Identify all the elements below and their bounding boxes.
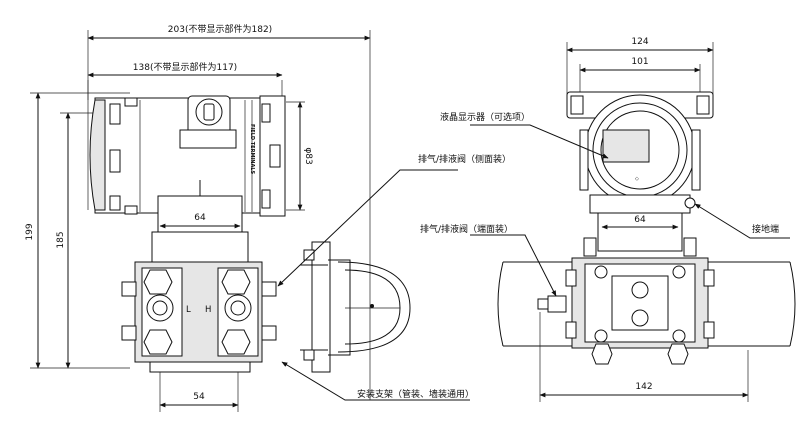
bracket-label: 安装支架（管装、墙装通用） [357,388,474,400]
front-view-leaders [470,124,790,297]
vent-side-label: 排气/排液阀（侧面装） [418,153,511,165]
front-inner-width-label: 101 [631,57,648,67]
display-mark: ◇ [635,176,639,182]
neck-width-label-left: 64 [194,213,206,223]
body-width-label: 138(不带显示部件为117) [133,61,237,73]
vent-end-leader [470,234,557,297]
lcd-leader [470,124,609,159]
flange-spacing-label: 54 [193,392,205,402]
height-total-label: 199 [25,223,35,240]
front-neck [597,212,683,252]
height-body-label: 185 [56,231,66,248]
vent-side-leader [277,169,458,287]
lcd-display [602,129,650,163]
front-view: 124 101 ◇ 64 [497,37,796,402]
side-view-leaders [277,169,470,401]
port-l-label: L [186,305,191,315]
pipe-span-label: 142 [635,382,652,392]
end-vent-valve [547,295,567,313]
housing-dia-label: φ83 [303,147,313,164]
side-view: 203(不带显示部件为182) 138(不带显示部件为117) 199 185 … [25,23,411,412]
overall-width-label: 203(不带显示部件为182) [168,23,272,35]
ground-leader [694,203,790,239]
u-bolt [337,261,411,353]
bracket-leader [281,361,470,401]
vent-end-label: 排气/排液阀（端面装） [420,223,513,235]
port-h-label: H [205,305,211,315]
front-width-label: 124 [631,37,648,47]
ground-screw [684,197,696,209]
neck-width-label-right: 64 [634,215,646,225]
lcd-label: 液晶显示器（可选项） [440,111,530,123]
field-terminals-text: FIELD TERMINALS [249,124,255,175]
mounting-bracket [311,241,331,373]
ground-label: 接地端 [752,223,779,235]
